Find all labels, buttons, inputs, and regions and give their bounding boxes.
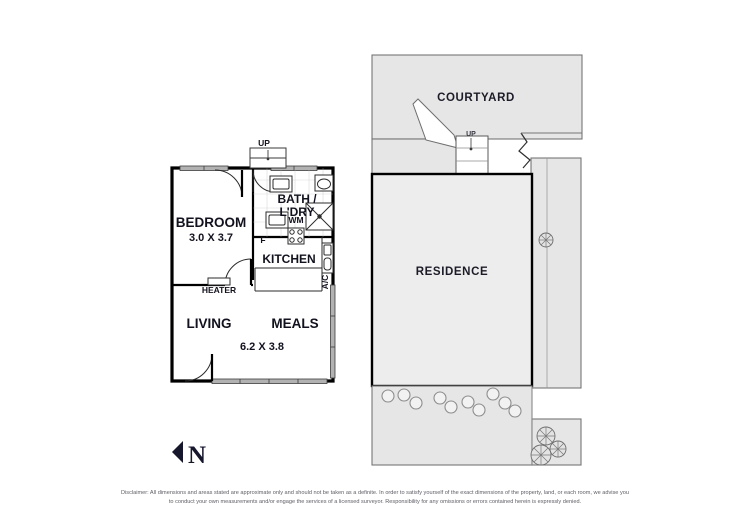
site-plan-group: UP RESIDENCE COURTYARD: [370, 54, 583, 466]
courtyard-area: [371, 54, 583, 140]
bath-label-line1: BATH /: [277, 192, 317, 206]
interior-stairs-up-label: UP: [258, 138, 270, 148]
shower-fixture: [305, 202, 334, 231]
interior-stairs: [249, 147, 287, 169]
living-window: [211, 378, 328, 384]
gate-symbol: [518, 132, 531, 169]
bedroom-dimensions: 3.0 X 3.7: [189, 232, 233, 244]
vanity-basin-fixture: [269, 175, 293, 193]
interior-plan-group: UP HEATER: [170, 138, 336, 384]
residence-label: RESIDENCE: [416, 266, 489, 278]
kitchen-sink-fixture: [321, 242, 334, 274]
disclaimer-text: Disclaimer: All dimensions and areas sta…: [121, 490, 629, 506]
tree-icon: [536, 426, 556, 446]
bedroom-label: BEDROOM: [176, 215, 247, 230]
meals-window: [330, 284, 336, 379]
residence-building: [370, 172, 534, 388]
tree-icon: [549, 440, 567, 458]
north-compass: N: [172, 441, 206, 469]
site-stairs: [455, 135, 489, 175]
aircon-label: A/C: [320, 275, 330, 290]
tree-icon-group-bottom: [530, 426, 567, 466]
north-arrow-icon: [172, 441, 183, 463]
bedroom-door-swing: [214, 169, 243, 198]
heater-label: HEATER: [202, 285, 236, 295]
living-label: LIVING: [186, 316, 231, 331]
washing-machine-fixture: [265, 211, 289, 229]
heater-fixture: [207, 277, 231, 286]
stepping-stones: [381, 387, 522, 418]
tree-icon: [530, 444, 552, 466]
north-label: N: [188, 442, 206, 469]
meals-label: MEALS: [271, 316, 318, 331]
living-dimensions: 6.2 X 3.8: [240, 341, 284, 353]
toilet-fixture: [314, 174, 334, 192]
living-entry-door-swing: [184, 353, 213, 382]
side-path: [530, 157, 582, 389]
washing-machine-label: WM: [288, 215, 303, 225]
fridge-label: F: [260, 235, 265, 245]
kitchen-label: KITCHEN: [262, 252, 315, 266]
bath-label-line2: L'DRY: [279, 205, 314, 219]
courtyard-label: COURTYARD: [437, 92, 515, 104]
cooktop-fixture: [287, 227, 305, 245]
tree-icon-side: [538, 232, 554, 248]
site-stairs-up-label: UP: [466, 131, 476, 138]
